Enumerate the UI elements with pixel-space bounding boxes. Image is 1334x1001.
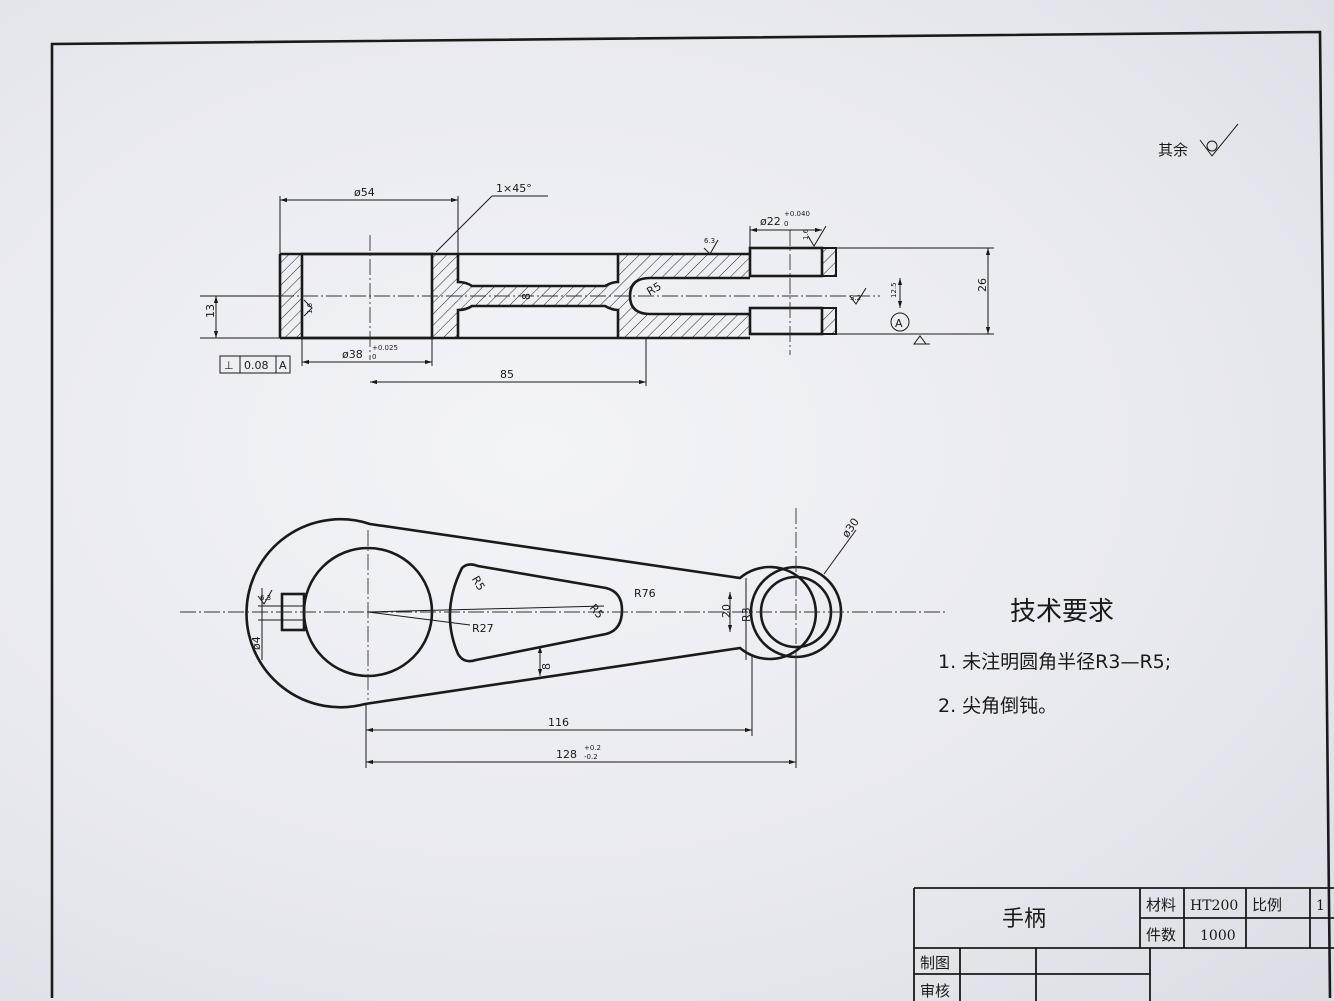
scale-label: 比例 [1252,896,1282,914]
rough-16a: 1.6 [802,228,810,240]
rough-63: 6.3 [704,237,715,245]
material-value: HT200 [1190,898,1238,914]
quantity-label: 件数 [1146,926,1176,944]
dim-d30: ø30 [839,516,862,540]
rough-63-top: 6.3 [260,594,271,602]
hatch-boss [618,254,750,338]
dim-d38-tol: +0.025 [372,344,398,352]
quantity-value: 1000 [1200,928,1236,944]
handle-outline [245,517,818,709]
section-view: ø54 1×45° ø22 +0.040 0 6.3 1.6 1.6 3.2 ø… [200,182,994,386]
dim-r27: R27 [472,622,494,635]
drawn-label: 制图 [920,954,950,972]
datum-a: A [895,317,903,330]
scale-value: 1 [1316,898,1325,914]
surface-finish-label: 其余 [1158,141,1188,159]
dim-116: 116 [548,716,569,729]
web-top [456,254,620,288]
tolerance-datum: A [279,359,287,372]
tech-req-item-2: 2. 尖角倒钝。 [938,695,1057,717]
tolerance-value: 0.08 [244,359,269,372]
dim-13: 13 [204,304,217,318]
material-label: 材料 [1146,896,1176,914]
dim-d22-tol: +0.040 [784,210,810,218]
tech-req-item-1: 1. 未注明圆角半径R3—R5; [938,651,1171,673]
dim-chamfer: 1×45° [496,182,532,195]
fork-lower [748,306,824,336]
dim-85: 85 [500,368,514,381]
fork-upper [748,246,824,278]
part-name: 手柄 [1002,907,1046,932]
dim-r76: R76 [634,587,656,600]
dim-r5-a: R5 [469,574,488,593]
dim-d54: ø54 [354,186,375,199]
dim-26: 26 [976,278,989,292]
dim-r5-section: R5 [645,280,664,299]
tech-req-title: 技术要求 [1010,597,1114,627]
dim-8-top: 8 [540,663,553,670]
tolerance-symbol: ⊥ [224,359,234,372]
rough-125: 12.5 [890,282,898,298]
web-bottom [456,304,620,338]
fork-upper-tip [821,247,837,277]
dim-8-section: 8 [520,293,533,300]
dim-d22-tol-low: 0 [784,220,788,228]
dim-d38-tol-low: 0 [372,353,376,361]
datum-circle [890,312,910,332]
dim-d22: ø22 [760,215,781,228]
pocket [448,563,624,663]
drawing-frame [50,30,1332,999]
rough-16b: 1.6 [306,302,314,314]
checked-label: 审核 [920,982,950,1000]
dim-128-tol-low: -0.2 [584,753,598,761]
top-view: ø30 R5 R5 R76 R27 20 R3 8 ø4 6.3 116 128… [180,508,945,768]
title-block: 手柄 材料 HT200 比例 1 件数 1000 制图 审核 [913,887,1334,1001]
dim-128: 128 [556,748,577,761]
dim-d38: ø38 [342,348,363,361]
rough-32: 3.2 [850,294,861,302]
fork-lower-tip [821,307,837,335]
dim-r3: R3 [740,607,753,622]
roughness-symbol-icon [1199,123,1239,157]
dim-d4: ø4 [250,636,263,650]
dim-20: 20 [720,604,733,618]
tolerance-frame: ⊥ 0.08 A [219,355,291,374]
dim-r5-b: R5 [587,602,606,622]
dim-128-tol-up: +0.2 [584,744,601,752]
